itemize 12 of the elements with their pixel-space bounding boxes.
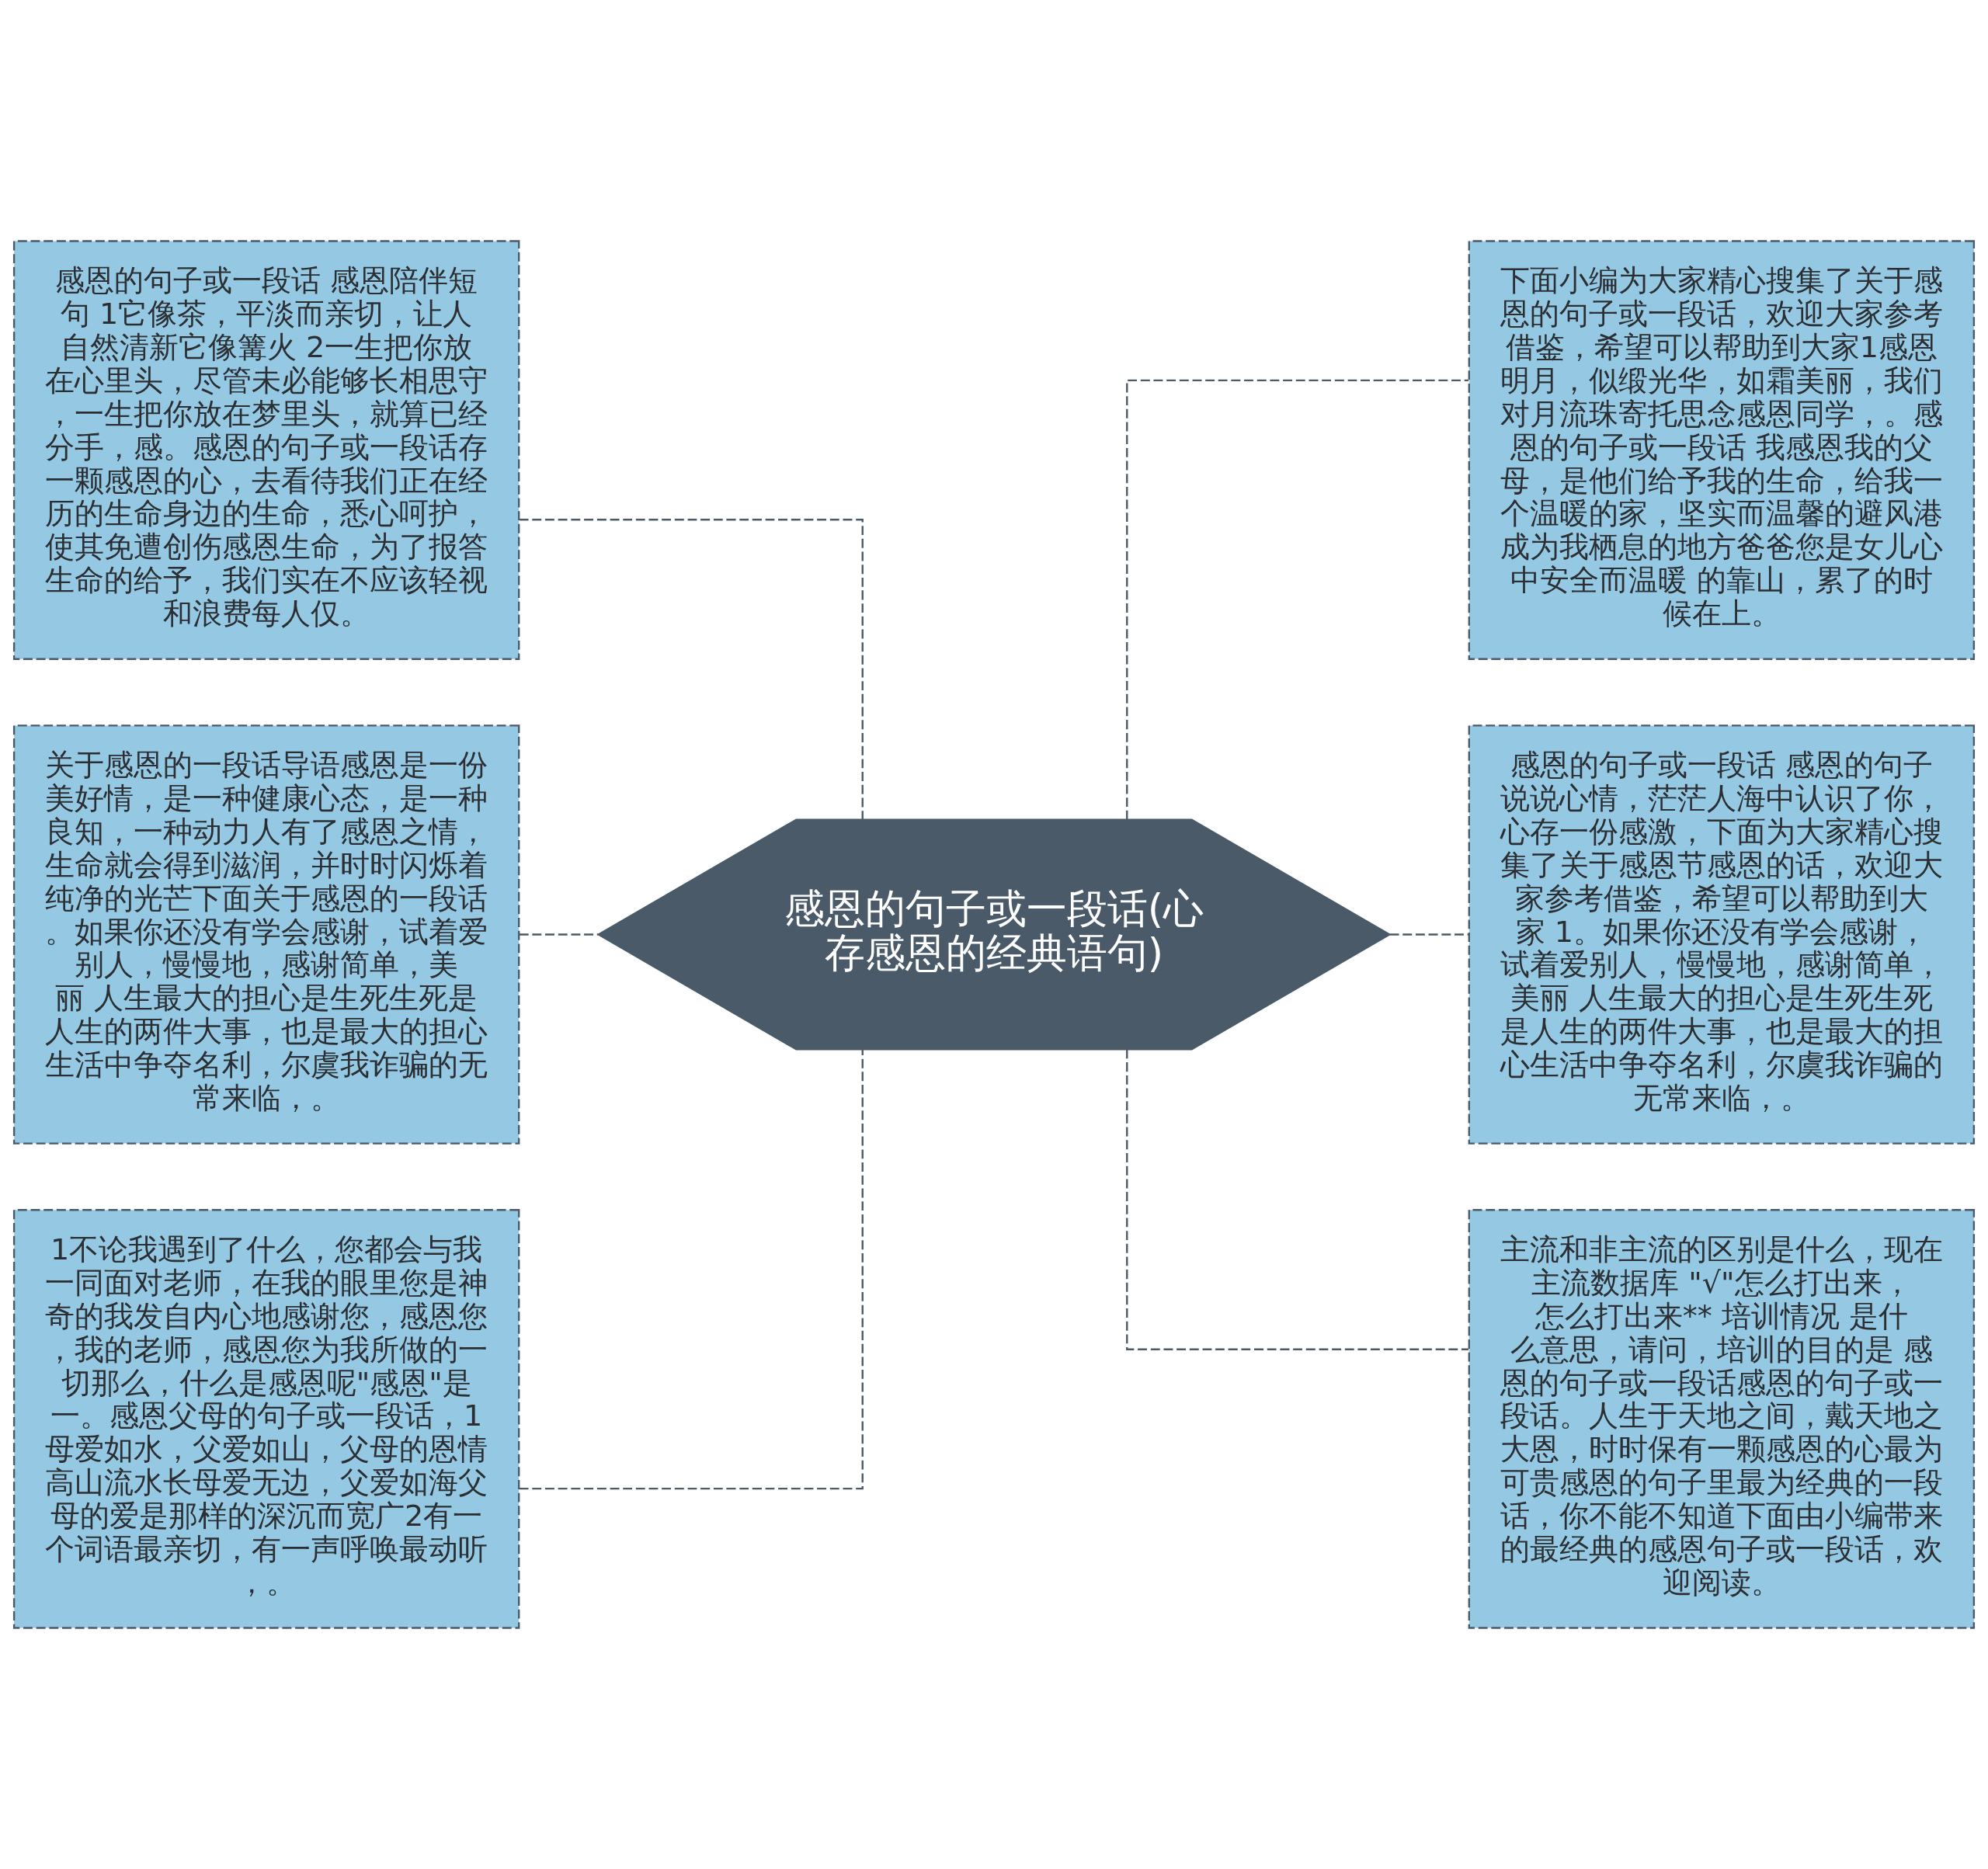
node-box: 关于感恩的一段话导语感恩是一份美好情，是一种健康心态，是一种良知，一种动力人有了感恩之情，生命就会得到滋润，并时时闪烁着纯净的光芒下面关于感恩的一段话。如果你还没有学会感谢，试着爱别人，慢慢地，感谢简单，美丽 人生最大的担心是生死生死是人生的两件大事，也是最大的担心生活中争夺名利，尔虞我诈骗的无常来临，。 (12, 724, 520, 1145)
node-box: 主流和非主流的区别是什么，现在主流数据库 "√"怎么打出来，怎么打出来** 培训情况 是什么意思，请问，培训的目的是 感恩的句子或一段话感恩的句子或一段话。人生于天地之间，戴天地之大恩，时时保有一颗感恩的心最为可贵感恩的句子里最为经典的一段话，你不能不知道下面由小编带来的最经典的感恩句子或一段话，欢迎阅读。 (1468, 1209, 1976, 1629)
node-box: 感恩的句子或一段话 感恩陪伴短句 1它像茶，平淡而亲切，让人自然清新它像篝火 2一生把你放在心里头，尽管未必能够长相思守，一生把你放在梦里头，就算已经分手，感。感恩的句子或一段话存一颗感恩的心，去看待我们正在经历的生命身边的生命，悉心呵护，使其免遭创伤感恩生命，为了报答生命的给予，我们实在不应该轻视和浪费每人仅。 (12, 240, 520, 660)
connector (1126, 1049, 1469, 1350)
connector (1126, 379, 1469, 820)
node-box: 下面小编为大家精心搜集了关于感恩的句子或一段话，欢迎大家参考借鉴，希望可以帮助到大家1感恩明月，似缎光华，如霜美丽，我们对月流珠寄托思念感恩同学，。感恩的句子或一段话 我感恩我的父母，是他们给予我的生命，给我一个温暖的家，坚实而温馨的避风港成为我栖息的地方爸爸您是女儿心中安全而温暖 的靠山，累了的时候在上。 (1468, 240, 1976, 660)
connector (519, 933, 599, 936)
connector (519, 519, 864, 820)
connector (519, 1049, 864, 1490)
node-box: 1不论我遇到了什么，您都会与我一同面对老师，在我的眼里您是神奇的我发自内心地感谢您，感恩您，我的老师，感恩您为我所做的一切那么，什么是感恩呢"感恩"是一。感恩父母的句子或一段话，1母爱如水，父爱如山，父母的恩情高山流水长母爱无边，父爱如海父母的爱是那样的深沉而宽广2有一个词语最亲切，有一声呼唤最动听，。 (12, 1209, 520, 1629)
node-box: 感恩的句子或一段话 感恩的句子说说心情，茫茫人海中认识了你，心存一份感激，下面为大家精心搜集了关于感恩节感恩的话，欢迎大家参考借鉴，希望可以帮助到大家 1。如果你还没有学会感谢，试着爱别人，慢慢地，感谢简单，美丽 人生最大的担心是生死生死是人生的两件大事，也是最大的担心生活中争夺名利，尔虞我诈骗的无常来临，。 (1468, 724, 1976, 1145)
connector (1389, 933, 1469, 936)
